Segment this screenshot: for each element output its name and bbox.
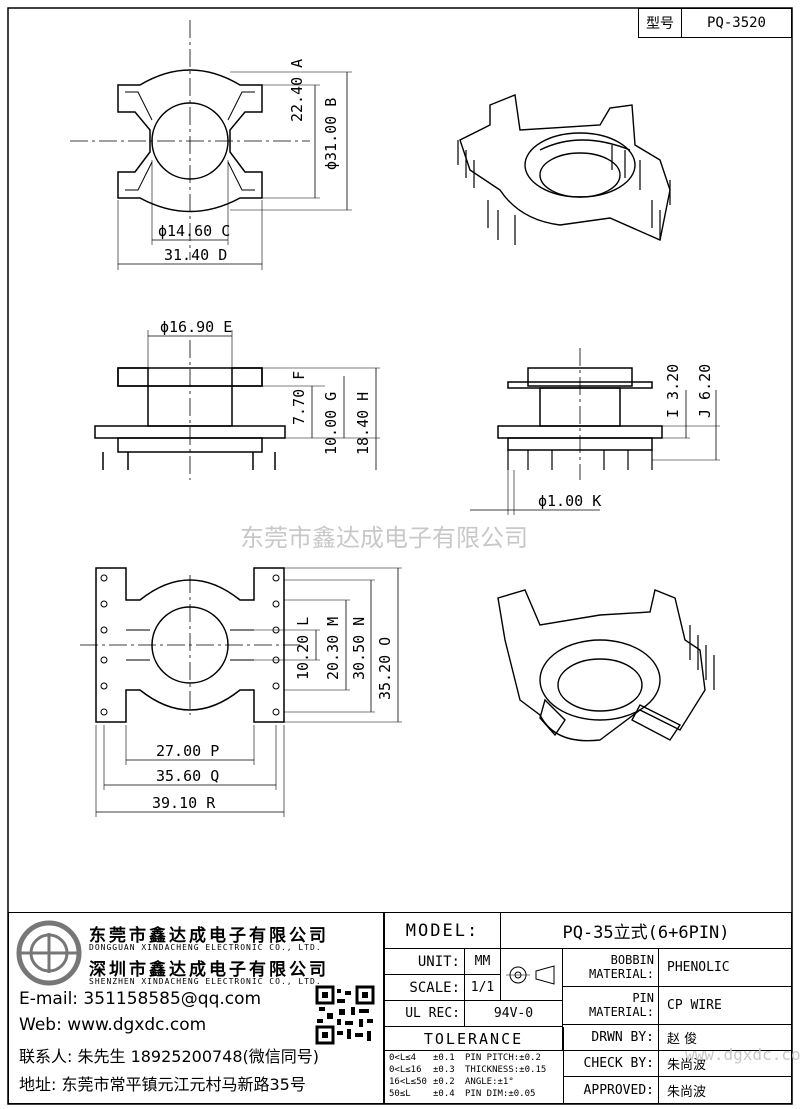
tolerance-label: TOLERANCE [385,1027,563,1051]
scale-label: SCALE: [385,975,465,1001]
company-panel: 东莞市鑫达成电子有限公司 DONGGUAN XINDACHENG ELECTRO… [8,912,384,1104]
scale-value: 1/1 [465,975,501,1001]
company-address: 地址: 东莞市常平镇元江元村马新路35号 [19,1075,306,1094]
dim-label: 31.40 D [164,246,228,264]
pin-material-value: CP WIRE [659,987,791,1025]
check-by-label: CHECK BY: [563,1051,659,1077]
approved-label: APPROVED: [563,1077,659,1103]
company-name-cn-2: 深圳市鑫达成电子有限公司 [89,960,329,980]
dim-label: 27.00 P [156,742,220,760]
company-contact: 联系人: 朱先生 18925200748(微信同号) [19,1047,320,1066]
approved-value: 朱尚波 [667,1084,707,1100]
dim-label: ϕ1.00 K [538,492,602,510]
dim-label: 7.70 F [290,370,308,425]
unit-label: UNIT: [385,949,465,975]
dim-label: 20.30 M [324,616,342,680]
top-view [70,20,352,270]
header-model-label: 型号 [638,8,682,38]
title-block: MODEL: PQ-35立式(6+6PIN) UNIT: MM SCALE: 1… [384,912,800,1104]
company-web: Web: www.dgxdc.com [19,1015,207,1035]
isometric-view-top [457,94,671,245]
dim-label: J 6.20 [696,363,714,418]
watermark-url: www.dgxdc.com [685,1045,800,1064]
model-label: MODEL: [385,913,501,949]
ulrec-label: UL REC: [385,1001,465,1027]
watermark: 东莞市鑫达成电子有限公司 [240,524,528,552]
company-name-cn: 东莞市鑫达成电子有限公司 [89,926,329,946]
qr-code [315,985,375,1045]
model-value: PQ-35立式(6+6PIN) [501,913,791,949]
dim-label: ϕ14.60 C [158,222,231,240]
bottom-view [80,567,402,817]
dim-label: 35.60 Q [156,767,220,785]
side-view [470,348,720,515]
bobbin-material-value: PHENOLIC [659,949,791,987]
bobbin-material-label: BOBBIN MATERIAL: [563,949,659,987]
dim-label: 18.40 H [354,391,372,455]
dim-label: 39.10 R [152,794,216,812]
dim-label: 22.40 A [288,58,306,122]
unit-value: MM [465,949,501,975]
dim-label: 10.00 G [322,391,340,455]
drawn-by-value: 赵 俊 [659,1025,791,1051]
front-view [94,330,380,480]
dim-label: 10.20 L [294,616,312,680]
dim-label: ϕ31.00 B [322,97,340,170]
dim-label: 35.20 O [376,636,394,700]
isometric-view-bottom [497,589,715,742]
projection-symbol [501,949,563,1001]
header-model-value: PQ-3520 [681,8,792,38]
ulrec-value: 94V-0 [465,1001,563,1027]
pin-material-label: PIN MATERIAL: [563,987,659,1025]
check-by-value: 朱尚波 [659,1051,791,1077]
company-name-en: DONGGUAN XINDACHENG ELECTRONIC CO., LTD. [89,943,322,952]
dim-label: 30.50 N [350,616,368,680]
dim-label: ϕ16.90 E [160,318,233,336]
drawn-by-label: DRWN BY: [563,1025,659,1051]
dim-label: I 3.20 [664,363,682,418]
company-name-en-2: SHENZHEN XINDACHENG ELECTRONIC CO., LTD. [89,977,322,986]
company-email: E-mail: 351158585@qq.com [19,989,262,1009]
company-logo [16,920,82,986]
